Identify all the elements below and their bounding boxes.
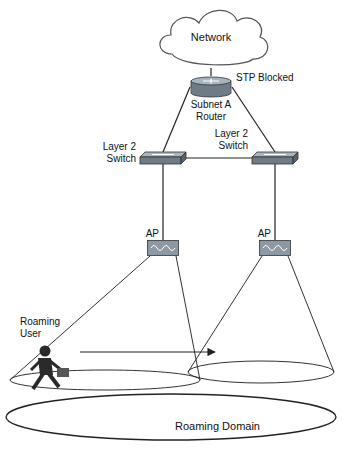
node-label: AP (146, 228, 159, 240)
node-label: Subnet A Router (186, 99, 236, 122)
network-link (163, 87, 190, 152)
user-figure (31, 346, 69, 390)
access-point-outline (147, 240, 179, 256)
network-link (186, 157, 252, 158)
coverage-cones (10, 256, 334, 390)
node-label: Layer 2 Switch (208, 128, 248, 151)
roaming-domain: Roaming Domain (5, 393, 337, 441)
switch-icon: Layer 2 Switch (140, 152, 186, 164)
node-label: Network (150, 2, 272, 68)
access-point-outline (259, 240, 291, 256)
movement-arrow (80, 351, 215, 352)
network-link (274, 164, 275, 240)
router-icon: Subnet A Router (190, 76, 232, 98)
status-label: STP Blocked (236, 72, 294, 84)
access-point: AP (147, 240, 179, 256)
network-link (210, 68, 211, 76)
node-label: Layer 2 Switch (96, 141, 136, 164)
node-label: Roaming Domain (175, 420, 260, 433)
network-cloud: Network (150, 2, 272, 68)
switch-icon-outline (140, 152, 186, 164)
network-link (162, 164, 163, 240)
access-point: AP (259, 240, 291, 256)
roaming-domain-outline (5, 393, 337, 441)
switch-icon: Layer 2 Switch (252, 152, 298, 164)
switch-icon-outline (252, 152, 298, 164)
router-icon-outline (190, 76, 232, 98)
node-label: AP (258, 228, 271, 240)
user-label: Roaming User (20, 316, 68, 339)
